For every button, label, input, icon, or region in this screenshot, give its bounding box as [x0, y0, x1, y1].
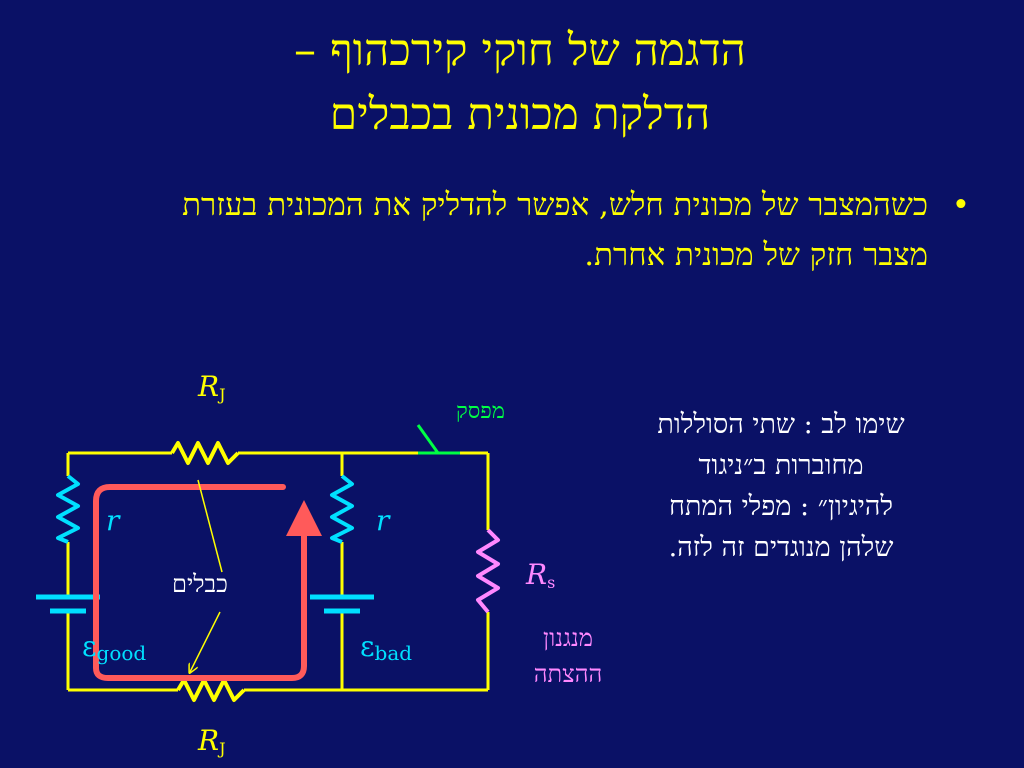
switch-lever	[416, 424, 440, 454]
label-emf-bad-sub: bad	[374, 641, 413, 665]
slide-title-line-1: הדגמה של חוקי קירכהוף –	[293, 25, 746, 76]
label-starter-line-2: ההצתה	[533, 660, 603, 688]
resistor-rs	[476, 528, 500, 614]
bullet-point: • כשהמצבר של מכונית חלש, אפשר להדליק את …	[150, 180, 970, 280]
bullet-marker: •	[951, 187, 970, 223]
label-cables: כבלים	[172, 570, 228, 598]
loop-current-arrow	[93, 484, 322, 681]
label-rj-bottom: RJ	[198, 724, 226, 758]
label-switch: מפסק	[456, 399, 505, 424]
label-rj-top-main: R	[198, 370, 220, 403]
label-rs: Rs	[526, 558, 555, 592]
label-emf-bad: εbad	[360, 630, 412, 665]
label-r-mid: r	[376, 504, 390, 537]
note-line: שלהן מנוגדים זה לזה.	[668, 532, 894, 563]
label-rj-bottom-sub: J	[219, 739, 226, 758]
note-line: להיגיון״ : מפלי המתח	[669, 491, 893, 522]
bullet-text: כשהמצבר של מכונית חלש, אפשר להדליק את המ…	[182, 187, 928, 273]
label-starter-line-1: מנגנון	[542, 624, 593, 652]
label-rj-top-sub: J	[219, 385, 226, 404]
label-r-left: r	[106, 504, 120, 537]
resistor-r-mid	[330, 474, 354, 544]
note-line: שימו לב : שתי הסוללות	[657, 409, 905, 440]
cable-pointer-top	[197, 479, 223, 573]
battery-bad	[310, 594, 374, 614]
resistor-r-left	[56, 474, 80, 544]
label-emf-good-sub: good	[96, 641, 147, 665]
battery-good	[36, 594, 100, 614]
label-rj-top: RJ	[198, 370, 226, 404]
label-starter: מנגנון ההצתה	[508, 620, 628, 692]
label-emf-bad-main: ε	[360, 630, 375, 663]
resistor-rj-top	[170, 441, 240, 465]
label-emf-good: εgood	[82, 630, 146, 665]
wires	[66, 451, 490, 692]
label-emf-good-main: ε	[82, 630, 97, 663]
label-rj-bottom-main: R	[198, 724, 220, 757]
cable-pointer-bottom	[190, 611, 221, 672]
resistor-rj-bottom	[176, 678, 246, 702]
note-line: מחוברות ב״ניגוד	[698, 450, 864, 481]
label-rs-main: R	[526, 558, 548, 591]
slide-title-line-2: הדלקת מכונית בכבלים	[329, 89, 711, 140]
label-rs-sub: s	[547, 573, 556, 592]
note-text: שימו לב : שתי הסוללות מחוברות ב״ניגוד לה…	[586, 404, 976, 568]
